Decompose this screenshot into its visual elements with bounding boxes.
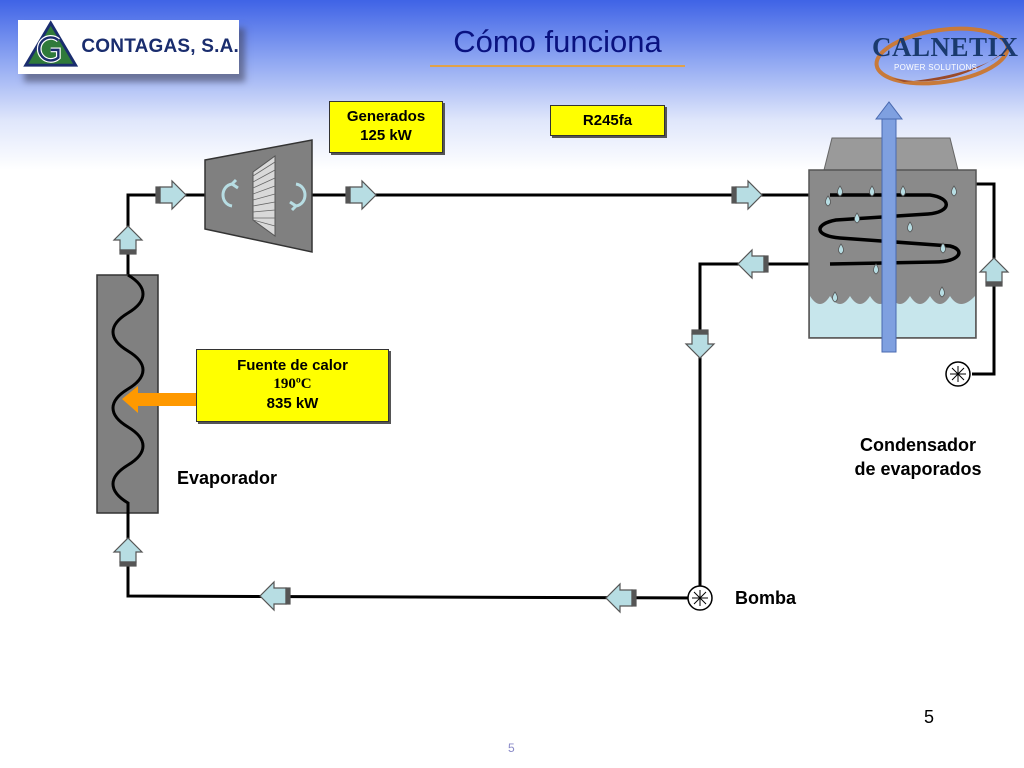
calnetix-logo-text: CALNETIX (872, 32, 1019, 62)
flow-arrow-left-icon (605, 582, 637, 614)
condenser-label-line1: Condensador (859, 435, 976, 455)
evaporator-label: Evaporador (177, 468, 278, 488)
turbine-rotation-right-icon (289, 182, 307, 212)
heat-source-temperature: 190ºC (273, 376, 312, 392)
calnetix-swoosh-logo-icon (874, 26, 1012, 86)
slide-number: 5 (924, 707, 935, 727)
evaporator-coil (111, 273, 145, 515)
condenser-coil (818, 193, 961, 266)
pipe-pump-to-evaporator (126, 515, 701, 600)
condenser-label: Condensador de evaporados (840, 433, 996, 481)
flow-arrows (112, 179, 1010, 614)
flow-arrow-up-icon (978, 257, 1010, 287)
flow-arrow-up-icon (112, 225, 144, 255)
pipe-condenser-outlet (698, 262, 830, 595)
turbine (204, 139, 313, 253)
flow-arrow-left-icon (259, 580, 291, 612)
water-droplets (825, 185, 957, 303)
contagas-logo: CONTAGAS, S.A. (18, 20, 239, 74)
page-title: Cómo funciona (453, 24, 662, 59)
condenser-label-line2: de evaporados (854, 459, 982, 479)
flow-arrow-left-icon (737, 248, 769, 280)
main-pump-icon (687, 585, 713, 611)
evaporative-condenser (808, 101, 977, 353)
title-underline (430, 65, 685, 67)
turbine-rotation-left-icon (221, 178, 239, 208)
contagas-logo-text: CONTAGAS, S.A. (81, 36, 239, 57)
flow-arrow-down-icon (684, 329, 716, 359)
generator-output-box: Generados 125 kW (329, 101, 443, 153)
contagas-g-logo-icon (23, 20, 79, 67)
flow-arrow-right-icon (731, 179, 763, 211)
flow-arrow-right-icon (155, 179, 187, 211)
flow-arrow-right-icon (345, 179, 377, 211)
heat-source-power: 835 kW (266, 395, 319, 412)
generator-output-value: 125 kW (360, 127, 412, 144)
heat-source-box: Fuente de calor 190ºC 835 kW (196, 349, 389, 422)
calnetix-logo: CALNETIX POWER SOLUTIONS (864, 16, 1020, 88)
heat-source-label: Fuente de calor (237, 357, 348, 374)
working-fluid-label: R245fa (582, 112, 633, 129)
generator-output-label: Generados (346, 108, 426, 125)
flow-arrow-up-icon (112, 537, 144, 567)
calnetix-tagline: POWER SOLUTIONS (894, 63, 978, 72)
turbine-blades (252, 155, 276, 237)
working-fluid-box: R245fa (550, 105, 665, 136)
recirculation-pump-icon (945, 361, 971, 387)
pump-label: Bomba (735, 588, 797, 608)
page-number: 5 (508, 741, 515, 755)
condenser-air-flow-arrow (874, 101, 904, 353)
heat-input-arrow (122, 386, 198, 413)
pipe-evaporator-to-turbine (126, 193, 205, 275)
